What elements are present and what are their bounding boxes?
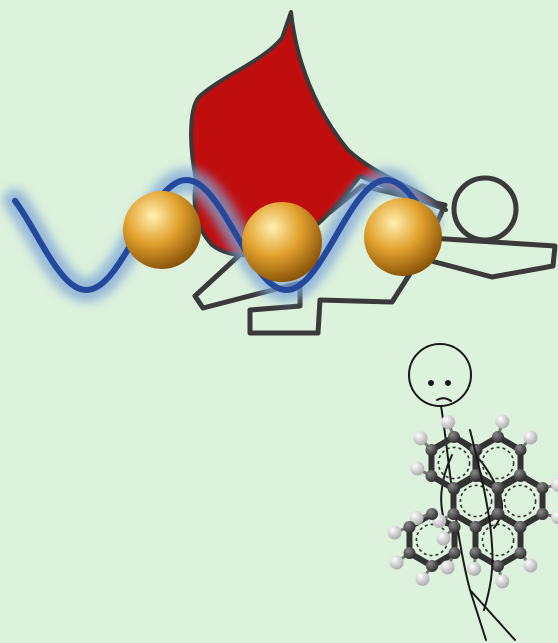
carbon-atom [536, 482, 549, 494]
worried-mouth [436, 397, 452, 402]
hydrogen-atom [467, 561, 482, 576]
hydrogen-atom [409, 511, 424, 526]
aromatic-ring [459, 484, 493, 518]
gold-sphere [242, 202, 322, 282]
carbon-atom [536, 508, 549, 520]
carbon-atom [514, 469, 526, 481]
carbon-atom [426, 508, 438, 520]
carbon-atom [469, 521, 482, 533]
carbon-atom [426, 560, 438, 572]
hydrogen-atom [523, 558, 538, 573]
hydrogen-atom [551, 477, 558, 492]
carbon-atom [447, 508, 460, 520]
aromatic-ring [481, 523, 515, 557]
carbon-atom [514, 547, 527, 559]
carbon-atom [448, 431, 460, 443]
worried-head [408, 343, 472, 407]
aromatic-ring [503, 484, 537, 518]
carbon-atom [448, 547, 461, 559]
hydrogen-atom [440, 560, 455, 575]
hydrogen-atom [436, 531, 451, 546]
polycyclic-aromatic-molecule-icon [387, 414, 558, 589]
hydrogen-atom [495, 574, 510, 589]
hydrogen-atom [551, 510, 558, 525]
carbon-atom [492, 508, 504, 520]
aromatic-ring [437, 446, 471, 480]
carbon-atom [403, 521, 416, 533]
aromatic-ring [481, 446, 515, 480]
hydrogen-atom [389, 555, 404, 570]
carbon-atom [447, 482, 460, 494]
hydrogen-atom [410, 461, 425, 476]
carbon-atom [448, 521, 461, 533]
light-wave-icon [3, 167, 441, 303]
carbon-atom [492, 560, 504, 572]
worried-eye [445, 380, 451, 386]
carbon-atom [425, 470, 438, 482]
hydrogen-atom [387, 525, 402, 540]
hydrogen-atom [523, 430, 538, 445]
worried-leg [469, 589, 516, 641]
carbon-atom [425, 444, 438, 456]
worried-leg [469, 589, 487, 641]
carbon-atom [469, 547, 482, 559]
hydrogen-atom [415, 571, 430, 586]
carbon-atom [403, 547, 416, 559]
gold-sphere [123, 191, 201, 269]
hydrogen-atom [441, 415, 456, 430]
worried-eye [428, 380, 434, 386]
carbon-atom [470, 469, 482, 481]
worried-body-front [469, 429, 494, 611]
hydrogen-atom [495, 414, 510, 429]
carbon-atom [514, 521, 527, 533]
gold-sphere [364, 198, 442, 276]
carbon-atom [514, 444, 527, 456]
hydrogen-atom [413, 431, 428, 446]
gold-nanoparticle-icon [123, 191, 442, 282]
carbon-atom [492, 431, 504, 443]
carbon-atom [491, 482, 504, 494]
